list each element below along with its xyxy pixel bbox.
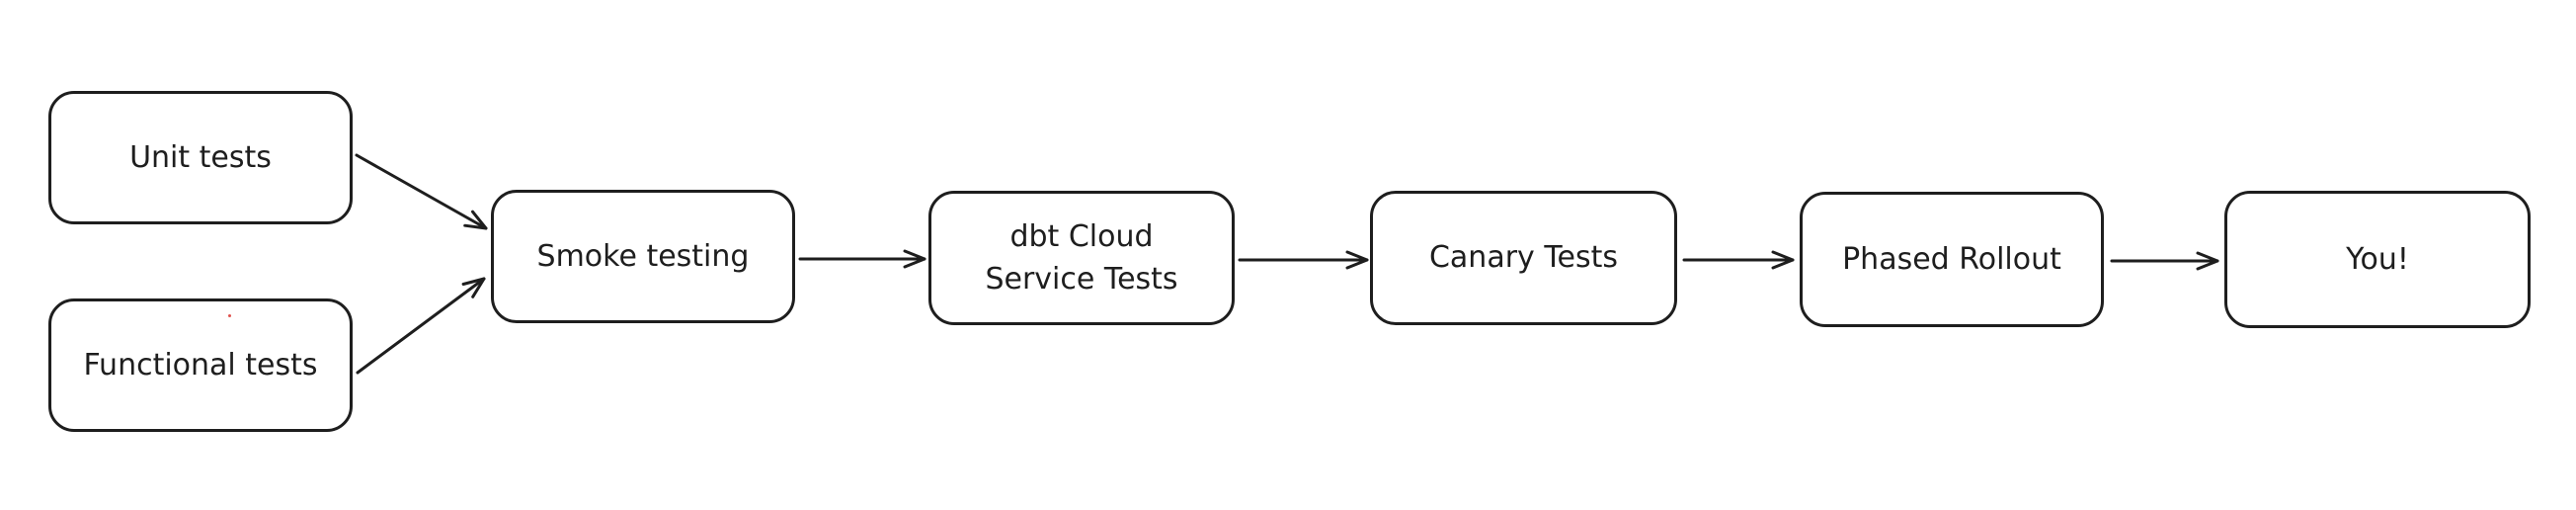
arrow-smoke-testing-to-dbt-cloud-service-tests bbox=[798, 249, 926, 269]
node-phased-rollout-label: Phased Rollout bbox=[1842, 241, 2061, 277]
node-dbt-cloud-service-tests-label: dbt Cloud Service Tests bbox=[985, 218, 1178, 298]
node-you-label: You! bbox=[2346, 241, 2409, 277]
node-you: You! bbox=[2224, 191, 2531, 328]
arrow-unit-tests-to-smoke-testing bbox=[355, 153, 488, 230]
node-unit-tests: Unit tests bbox=[48, 91, 353, 224]
arrow-functional-tests-to-smoke-testing bbox=[356, 277, 486, 375]
node-dbt-cloud-service-tests: dbt Cloud Service Tests bbox=[928, 191, 1235, 325]
node-canary-tests-label: Canary Tests bbox=[1428, 240, 1619, 276]
arrow-phased-rollout-to-you bbox=[2110, 251, 2219, 271]
arrow-canary-tests-to-phased-rollout bbox=[1682, 250, 1795, 270]
node-unit-tests-label: Unit tests bbox=[129, 139, 272, 175]
stray-red-dot-artifact bbox=[228, 314, 231, 317]
arrow-dbt-cloud-service-tests-to-canary-tests bbox=[1238, 250, 1369, 270]
node-functional-tests-label: Functional tests bbox=[83, 347, 318, 382]
node-smoke-testing: Smoke testing bbox=[491, 190, 795, 323]
node-canary-tests: Canary Tests bbox=[1370, 191, 1677, 325]
node-functional-tests: Functional tests bbox=[48, 298, 353, 432]
node-phased-rollout: Phased Rollout bbox=[1800, 192, 2104, 327]
node-smoke-testing-label: Smoke testing bbox=[536, 238, 750, 274]
